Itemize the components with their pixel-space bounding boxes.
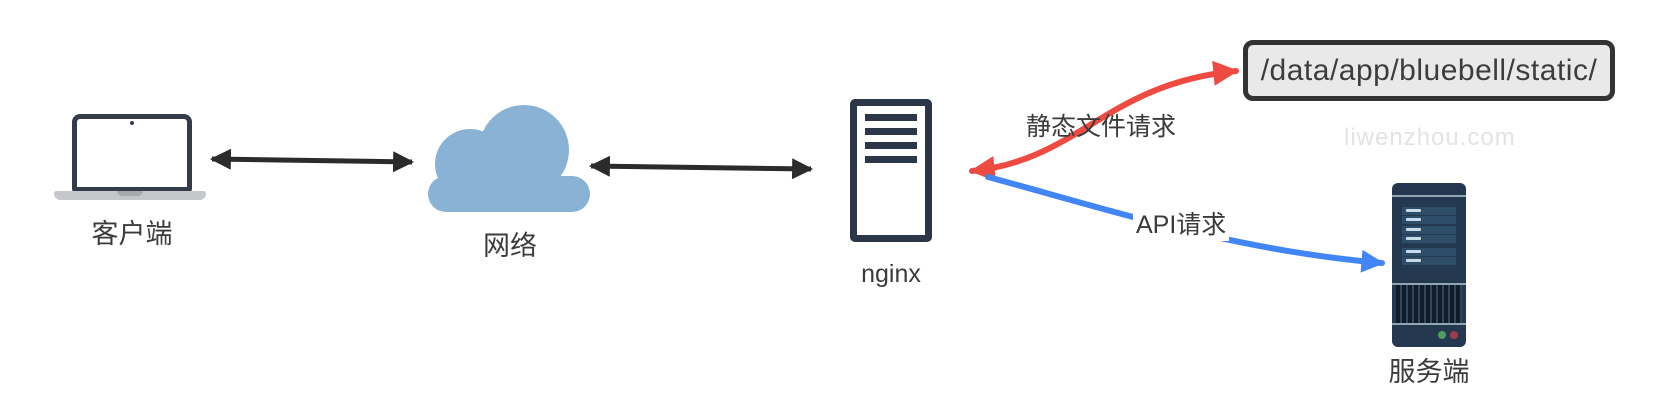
watermark: liwenzhou.com (1344, 124, 1516, 151)
server-tower-icon (850, 99, 932, 242)
network-label: 网络 (483, 231, 537, 261)
rack-bay (1402, 248, 1456, 256)
edge-network-nginx (588, 155, 814, 180)
nginx-label: nginx (861, 260, 921, 288)
laptop-base (54, 191, 206, 200)
tower-slot (865, 156, 917, 163)
rack-bay (1402, 226, 1456, 234)
laptop-icon (72, 114, 192, 192)
server-rack-icon (1392, 183, 1466, 347)
bay-light (1406, 209, 1421, 212)
bay-light (1406, 237, 1421, 240)
bay-light (1406, 259, 1421, 262)
bay-light (1406, 250, 1421, 253)
tower-slot (865, 142, 917, 149)
tower-slot (865, 114, 917, 121)
rack-bay (1402, 216, 1456, 224)
tower-slot (865, 128, 917, 135)
rack-bay (1402, 257, 1456, 265)
laptop-notch (117, 191, 143, 196)
bay-light (1406, 228, 1421, 231)
backend-label: 服务端 (1388, 357, 1470, 387)
edge-client-network (209, 148, 415, 173)
green-led (1438, 331, 1446, 339)
static-dir-box: /data/app/bluebell/static/ (1243, 40, 1615, 101)
laptop-camera-dot (130, 121, 134, 125)
rack-separator (1392, 323, 1466, 325)
rack-grille (1396, 285, 1462, 323)
rack-separator (1392, 283, 1466, 285)
cloud-icon (428, 105, 590, 212)
api-request-label: API请求 (1133, 205, 1230, 241)
edge-static-request (969, 60, 1239, 182)
rack-bay (1402, 207, 1456, 215)
rack-separator (1392, 195, 1466, 197)
red-led (1450, 331, 1458, 339)
client-label: 客户端 (91, 219, 173, 249)
static-request-label: 静态文件请求 (1026, 113, 1177, 141)
bay-light (1406, 218, 1421, 221)
rack-bay (1402, 235, 1456, 243)
